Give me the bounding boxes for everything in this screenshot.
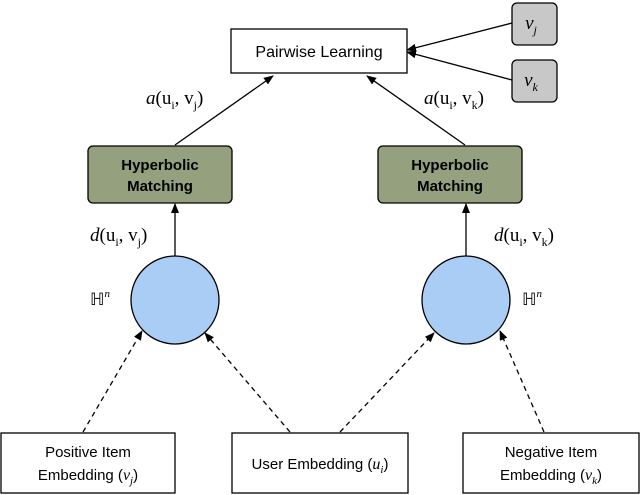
edge-negative-to-right-circle <box>499 330 545 433</box>
edge-label-d-right: d(ui, vk) <box>494 225 554 249</box>
negative-item-line1: Negative Item <box>505 444 598 461</box>
edge-label-a-right: a(ui, vk) <box>424 88 484 112</box>
svg-text:vj: vj <box>525 13 537 37</box>
hyperbolic-matching-left-line2: Matching <box>127 178 193 195</box>
svg-text:vk: vk <box>524 70 538 94</box>
edge-label-d-left: d(ui, vj) <box>90 225 147 249</box>
edge-positive-to-left-circle <box>82 330 143 433</box>
pairwise-learning-node: Pairwise Learning <box>230 28 408 74</box>
item-vk-sub: k <box>533 80 539 94</box>
hyperbolic-matching-right-line1: Hyperbolic <box>411 157 489 174</box>
item-vj-sub: j <box>532 23 538 37</box>
edge-left-matching-to-pairwise <box>174 75 274 146</box>
hyperbolic-matching-left-node: Hyperbolic Matching <box>87 145 233 204</box>
edge-user-to-left-circle <box>204 332 291 433</box>
space-label-left: ℍn <box>90 288 110 309</box>
edge-right-matching-to-pairwise <box>366 75 466 146</box>
edge-vk-to-pairwise <box>406 50 513 81</box>
hyperbolic-matching-right-line2: Matching <box>417 178 483 195</box>
hyperbolic-matching-left-line1: Hyperbolic <box>121 157 199 174</box>
negative-item-line2: Embedding (vk) <box>500 467 602 487</box>
hyperbolic-matching-right-node: Hyperbolic Matching <box>377 145 523 204</box>
user-embedding-label: User Embedding (ui) <box>252 456 389 476</box>
edge-label-a-left: a(ui, vj) <box>146 88 203 112</box>
negative-item-embedding-node: Negative Item Embedding (vk) <box>462 432 640 494</box>
item-vj-node: vj <box>511 2 558 46</box>
hyperbolic-space-right-circle <box>421 255 511 345</box>
hyperbolic-space-left-circle <box>130 255 220 345</box>
user-embedding-node: User Embedding (ui) <box>231 432 409 494</box>
edges <box>82 22 545 433</box>
positive-item-line2: Embedding (vj) <box>38 467 138 487</box>
edge-user-to-right-circle <box>339 332 435 433</box>
item-vk-base: v <box>524 70 533 91</box>
positive-item-line1: Positive Item <box>45 444 131 461</box>
pairwise-learning-label: Pairwise Learning <box>255 44 382 61</box>
item-vk-node: vk <box>511 59 558 103</box>
positive-item-embedding-node: Positive Item Embedding (vj) <box>0 432 176 494</box>
space-label-right: ℍn <box>522 288 542 309</box>
edge-vj-to-pairwise <box>406 22 513 52</box>
item-vj-base: v <box>525 13 534 34</box>
